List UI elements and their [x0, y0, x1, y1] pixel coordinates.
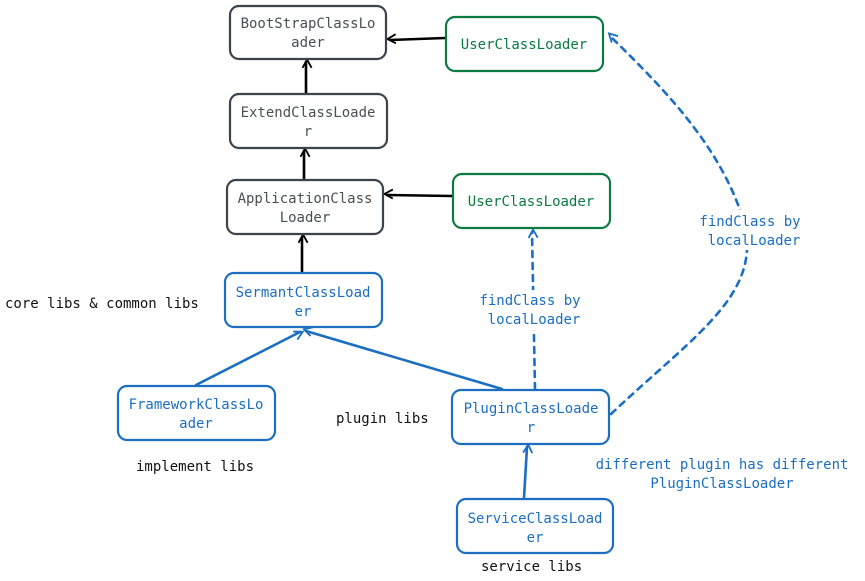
edge-usertop-to-bootstrap [385, 33, 447, 45]
node-label: Loader [280, 210, 331, 226]
node-label: ader [179, 416, 213, 432]
node-label: PluginClassLoade [464, 401, 599, 417]
node-label: SermantClassLoad [236, 285, 371, 301]
node-user-mid[interactable]: UserClassLoader [451, 172, 612, 230]
label-core-libs: core libs & common libs [5, 296, 199, 312]
node-label: er [527, 530, 544, 546]
node-label: UserClassLoader [468, 194, 594, 210]
edge-plugin-to-sermant [302, 326, 504, 391]
node-user-top[interactable]: UserClassLoader [444, 15, 605, 73]
node-extend[interactable]: ExtendClassLoade r [228, 92, 389, 150]
node-bootstrap[interactable]: BootStrapClassLo ader [228, 4, 388, 61]
node-plugin[interactable]: PluginClassLoade r [450, 388, 611, 446]
edge-framework-to-sermant [194, 330, 305, 387]
label-implement-libs: implement libs [136, 459, 254, 475]
node-label: r [527, 420, 535, 436]
label-findclass-top-1: findClass by [699, 214, 800, 230]
label-service-libs: service libs [481, 559, 582, 575]
label-plugin-libs: plugin libs [336, 411, 429, 427]
node-label: r [304, 124, 312, 140]
label-findclass-mid-2: localLoader [488, 312, 581, 328]
node-label: ader [291, 35, 325, 51]
label-findclass-mid-1: findClass by [479, 293, 580, 309]
node-service[interactable]: ServiceClassLoad er [455, 497, 615, 555]
node-sermant[interactable]: SermantClassLoad er [223, 271, 384, 329]
node-framework[interactable]: FrameworkClassLo ader [116, 384, 277, 442]
node-label: ServiceClassLoad [468, 511, 603, 527]
edge-usermid-to-application [382, 188, 454, 200]
node-label: er [295, 304, 312, 320]
node-label: BootStrapClassLo [241, 16, 376, 32]
node-application[interactable]: ApplicationClass Loader [225, 178, 385, 236]
node-label: ExtendClassLoade [241, 105, 376, 121]
node-label: UserClassLoader [461, 37, 587, 53]
edge-service-to-plugin [522, 442, 534, 500]
node-label: ApplicationClass [238, 191, 373, 207]
label-different-plugin-1: different plugin has different [596, 457, 849, 473]
label-different-plugin-2: PluginClassLoader [650, 476, 793, 492]
node-label: FrameworkClassLo [129, 397, 264, 413]
label-findclass-top-2: localLoader [708, 233, 801, 249]
